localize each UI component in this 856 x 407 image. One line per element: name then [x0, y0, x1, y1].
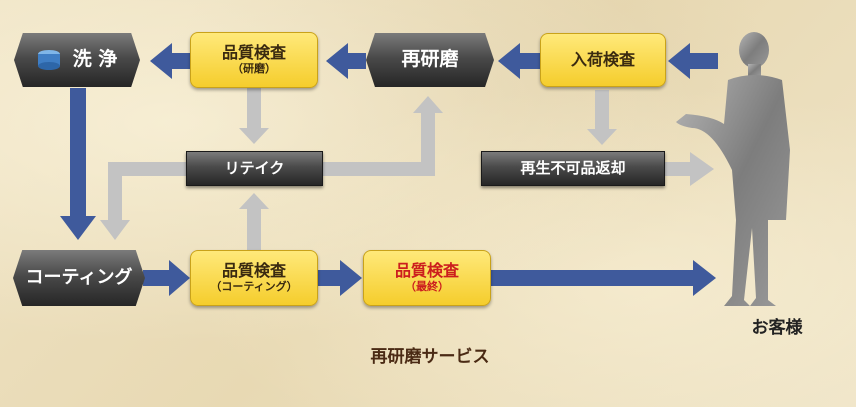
- arrow-qc-to-wash: [150, 43, 172, 79]
- qc-polish-label: 品質検査: [221, 43, 286, 63]
- customer-silhouette-icon: [676, 32, 790, 306]
- qc-final-label: 品質検査: [394, 261, 459, 281]
- qc-coating-sub: （コーティング）: [210, 279, 298, 293]
- arrow-customer-to-incoming: [668, 43, 690, 79]
- arrow-qc-coating-to-final: [340, 260, 362, 296]
- arrow-incoming-to-repolish: [498, 43, 520, 79]
- qc-polish-sub: （研磨）: [232, 61, 276, 75]
- qc-final-sub: （最終）: [405, 279, 449, 293]
- wash-box: 洗 浄: [14, 33, 140, 87]
- diagram-title: 再研磨サービス: [370, 347, 490, 367]
- return-label: 再生不可品返却: [520, 158, 626, 177]
- incoming-label: 入荷検査: [570, 49, 635, 69]
- wash-label: 洗 浄: [72, 48, 118, 71]
- arrow-retake-to-coating: [100, 220, 130, 240]
- customer-label: お客様: [751, 318, 803, 338]
- coating-label: コーティング: [25, 266, 133, 288]
- qc-coating-label: 品質検査: [221, 261, 286, 281]
- return-box: 再生不可品返却: [481, 151, 665, 186]
- arrow-retake-to-repolish: [413, 96, 443, 113]
- arrow-incoming-to-return: [587, 129, 617, 145]
- incoming-box: 入荷検査: [540, 33, 666, 87]
- arrow-qc-coating-to-retake: [239, 193, 269, 209]
- blue-arrows: [60, 43, 718, 296]
- retake-label: リテイク: [224, 158, 285, 177]
- arrow-qc-to-retake: [239, 128, 269, 144]
- repolish-box: 再研磨: [366, 33, 494, 87]
- retake-box: リテイク: [186, 151, 323, 186]
- arrow-final-to-customer: [693, 260, 716, 296]
- arrow-wash-to-coating: [60, 216, 96, 240]
- database-icon: [37, 50, 60, 70]
- qc-polish-box: 品質検査 （研磨）: [190, 32, 318, 88]
- arrow-coating-to-qc: [169, 260, 190, 296]
- arrow-repolish-to-qc: [326, 43, 348, 79]
- qc-coating-box: 品質検査 （コーティング）: [190, 250, 318, 306]
- gray-arrows: [100, 87, 714, 254]
- repolish-label: 再研磨: [401, 48, 459, 71]
- arrow-return-to-customer: [690, 152, 714, 186]
- coating-box: コーティング: [13, 250, 145, 306]
- qc-final-box: 品質検査 （最終）: [363, 250, 491, 306]
